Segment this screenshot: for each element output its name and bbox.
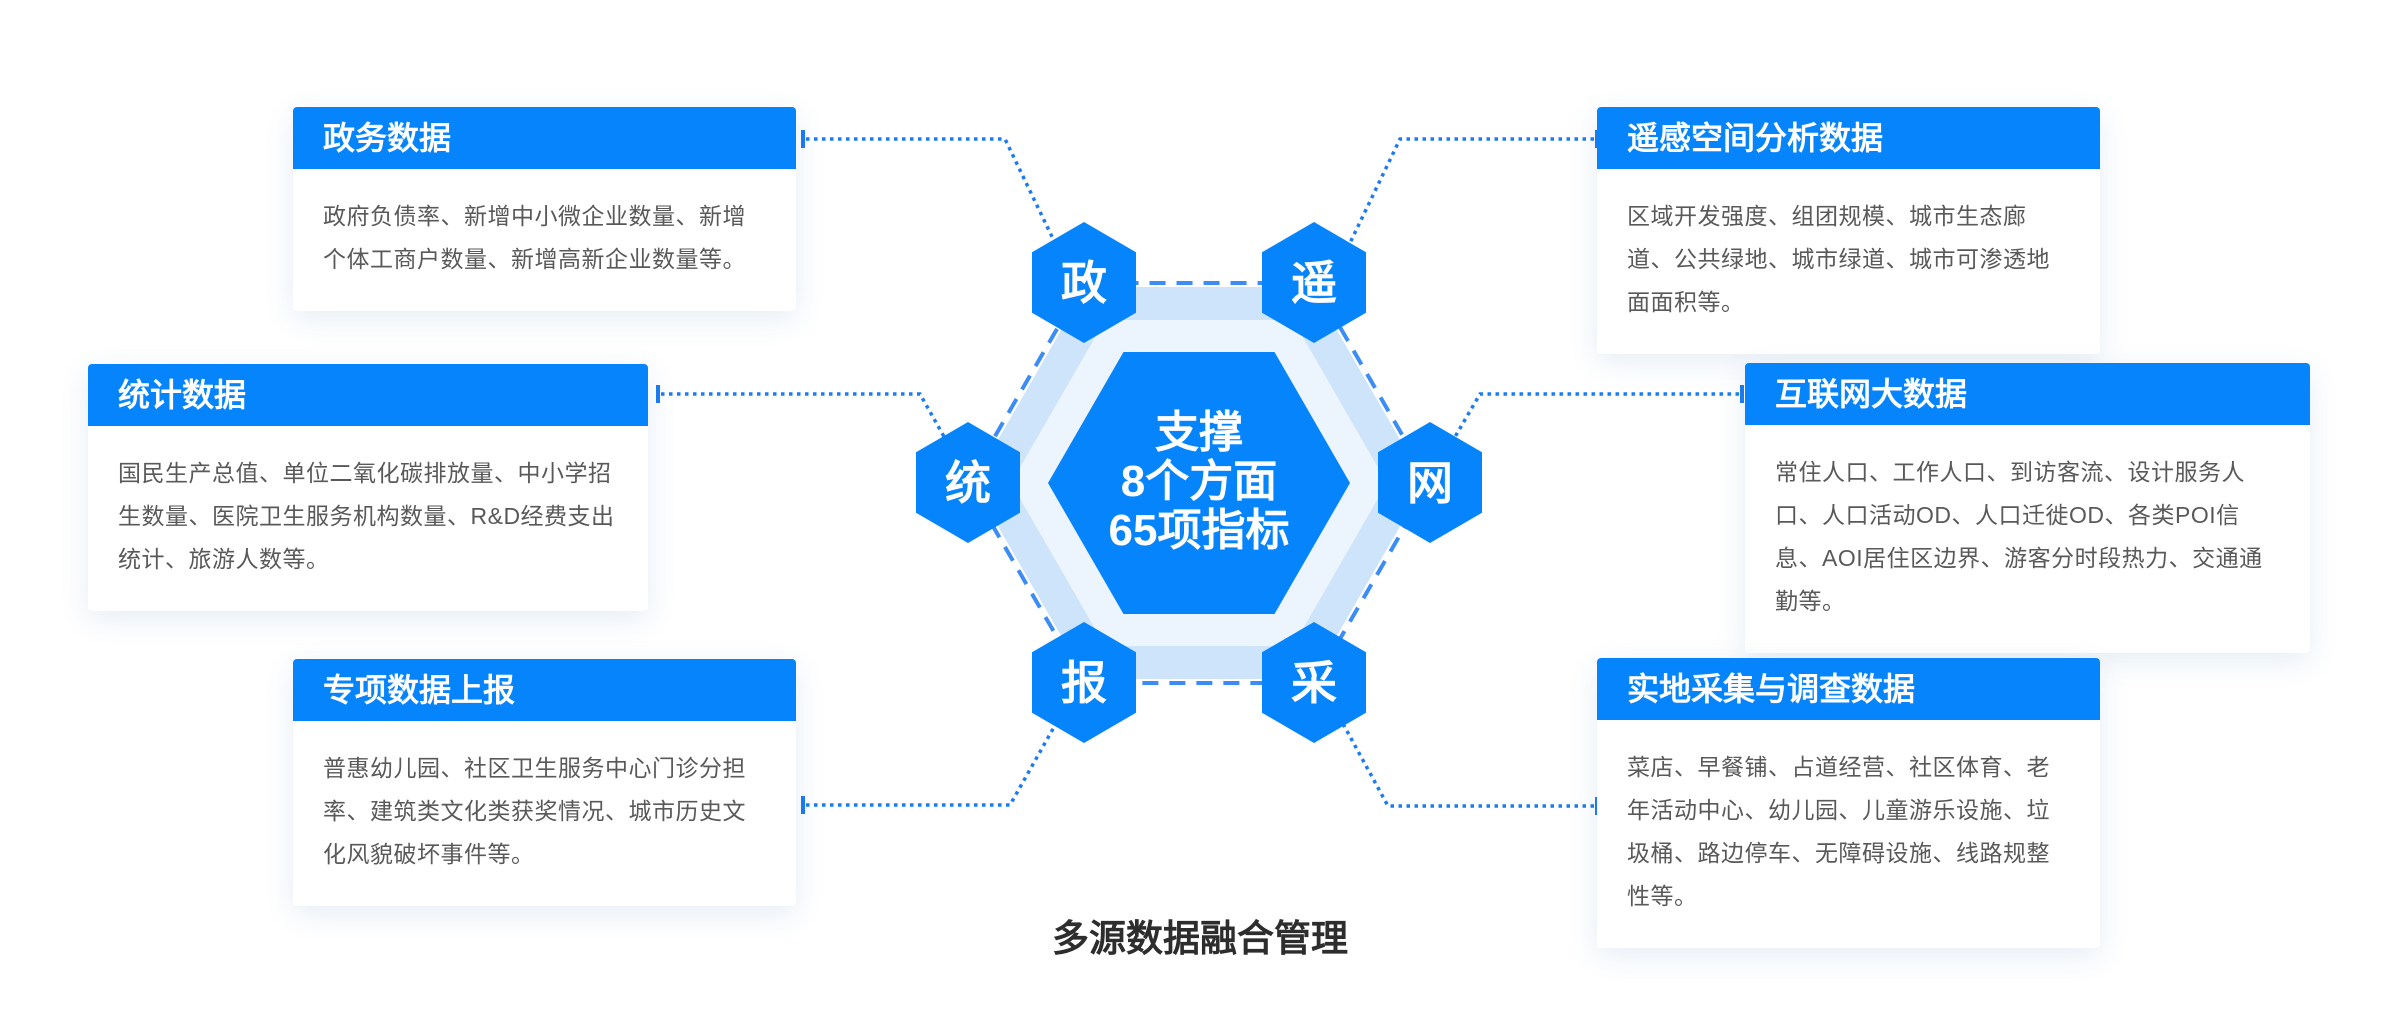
diagram-caption: 多源数据融合管理 [1052, 918, 1348, 959]
card-net-title: 互联网大数据 [1775, 376, 1968, 412]
center-line-1: 支撑 [1155, 408, 1243, 457]
center-line-3: 65项指标 [1108, 506, 1290, 555]
card-net-body: 常住人口、工作人口、到访客流、设计服务人口、人口活动OD、人口迁徙OD、各类PO… [1775, 459, 2263, 614]
card-gov-data: 政务数据 政府负债率、新增中小微企业数量、新增个体工商户数量、新增高新企业数量等… [293, 107, 796, 311]
card-report-body: 普惠幼儿园、社区卫生服务中心门诊分担率、建筑类文化类获奖情况、城市历史文化风貌破… [323, 755, 746, 867]
card-remote-sensing-data: 遥感空间分析数据 区域开发强度、组团规模、城市生态廊道、公共绿地、城市绿道、城市… [1597, 107, 2100, 354]
hexagon-node-report: 报 [1032, 622, 1136, 743]
card-remote-body: 区域开发强度、组团规模、城市生态廊道、公共绿地、城市绿道、城市可渗透地面面积等。 [1627, 203, 2050, 315]
hexagon-label-net: 网 [1407, 456, 1453, 509]
card-stat-title: 统计数据 [118, 377, 247, 413]
connector-collect [1340, 721, 1599, 815]
hexagon-label-report: 报 [1061, 656, 1107, 709]
card-net-header: 互联网大数据 [1745, 363, 2310, 425]
hexagon-node-gov: 政 [1032, 222, 1136, 343]
card-statistics-data: 统计数据 国民生产总值、单位二氧化碳排放量、中小学招生数量、医院卫生服务机构数量… [88, 364, 648, 611]
card-remote-title: 遥感空间分析数据 [1627, 120, 1884, 156]
hexagon-node-stat: 统 [916, 422, 1020, 543]
hexagon-label-remote: 遥 [1291, 256, 1337, 309]
center-hexagon-text: 支撑 8个方面 65项指标 [1049, 408, 1349, 555]
connector-remote [1347, 130, 1599, 246]
card-stat-body: 国民生产总值、单位二氧化碳排放量、中小学招生数量、医院卫生服务机构数量、R&D经… [118, 460, 615, 572]
card-report-header: 专项数据上报 [293, 659, 796, 721]
hexagon-node-collect: 采 [1262, 622, 1366, 743]
card-special-report-data: 专项数据上报 普惠幼儿园、社区卫生服务中心门诊分担率、建筑类文化类获奖情况、城市… [293, 659, 796, 906]
card-collect-body: 菜店、早餐铺、占道经营、社区体育、老年活动中心、幼儿园、儿童游乐设施、垃圾桶、路… [1627, 754, 2050, 909]
card-remote-header: 遥感空间分析数据 [1597, 107, 2100, 169]
hexagon-node-remote: 遥 [1262, 222, 1366, 343]
center-hexagon [1048, 352, 1350, 614]
connector-stat [656, 385, 949, 443]
card-collect-header: 实地采集与调查数据 [1597, 658, 2100, 720]
card-stat-header: 统计数据 [88, 364, 648, 426]
card-internet-big-data: 互联网大数据 常住人口、工作人口、到访客流、设计服务人口、人口活动OD、人口迁徙… [1745, 363, 2310, 653]
center-line-2: 8个方面 [1120, 457, 1278, 506]
connector-report [801, 719, 1060, 814]
card-gov-header: 政务数据 [293, 107, 796, 169]
hexagon-node-net: 网 [1378, 422, 1482, 543]
card-gov-body: 政府负债率、新增中小微企业数量、新增个体工商户数量、新增高新企业数量等。 [323, 203, 746, 272]
hexagon-label-gov: 政 [1061, 256, 1107, 309]
hexagon-label-collect: 采 [1291, 656, 1337, 709]
connector-net [1450, 385, 1744, 443]
card-field-survey-data: 实地采集与调查数据 菜店、早餐铺、占道经营、社区体育、老年活动中心、幼儿园、儿童… [1597, 658, 2100, 948]
card-gov-title: 政务数据 [323, 120, 452, 156]
hexagon-label-stat: 统 [945, 456, 991, 509]
connector-gov [801, 130, 1058, 246]
card-collect-title: 实地采集与调查数据 [1627, 671, 1916, 707]
card-report-title: 专项数据上报 [323, 672, 516, 708]
